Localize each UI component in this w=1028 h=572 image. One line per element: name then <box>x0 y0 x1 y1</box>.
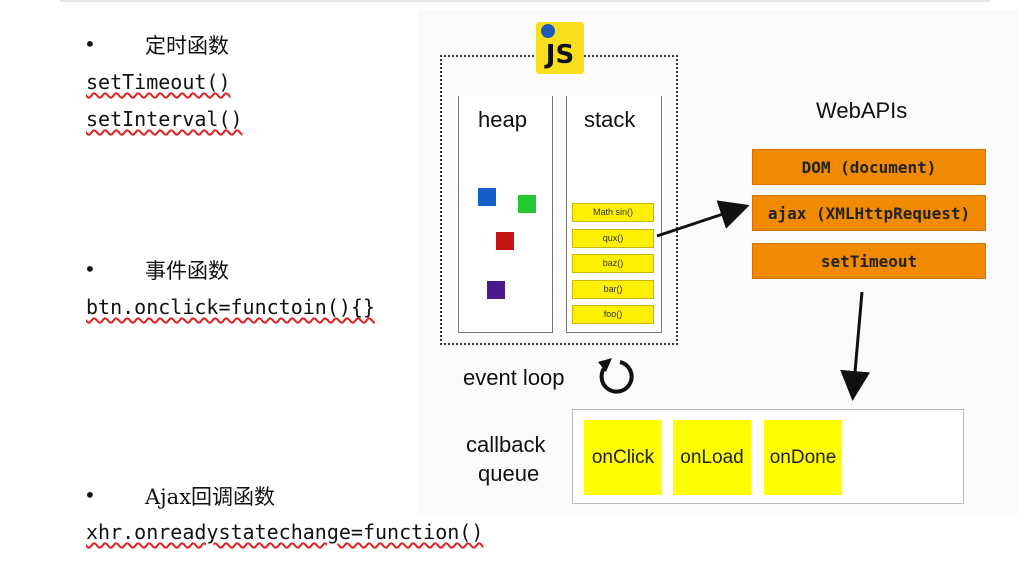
heap-column <box>458 96 553 333</box>
callback-onload: onLoad <box>673 420 751 495</box>
event-loop-label: event loop <box>463 365 565 390</box>
code-line-setinterval: setInterval() <box>86 107 243 131</box>
webapi-ajax: ajax (XMLHttpRequest) <box>752 195 986 231</box>
stack-frame: foo() <box>572 305 654 324</box>
stack-frame: qux() <box>572 229 654 248</box>
callback-onclick: onClick <box>584 420 662 495</box>
webapi-settimeout: setTimeout <box>752 243 986 279</box>
heap-object <box>518 195 536 213</box>
bullet: • <box>84 257 96 281</box>
callback-ondone: onDone <box>764 420 842 495</box>
stack-frame: Math sin() <box>572 203 654 222</box>
heap-object <box>496 232 514 250</box>
stack-label: stack <box>584 107 636 132</box>
code-line-onreadystatechange: xhr.onreadystatechange=function() <box>86 520 484 544</box>
callback-queue-label: callback <box>466 432 546 457</box>
section-heading-ajax: Ajax回调函数 <box>145 485 276 509</box>
bullet: • <box>84 483 96 507</box>
heap-label: heap <box>478 107 527 132</box>
stack-frame: bar() <box>572 280 654 299</box>
arrow-stack-to-webapis <box>656 200 750 238</box>
arrow-webapis-to-queue <box>840 291 871 401</box>
section-heading-events: 事件函数 <box>145 259 229 283</box>
code-line-onclick: btn.onclick=functoin(){} <box>86 295 375 319</box>
event-loop-icon <box>598 358 634 394</box>
stack-frame: baz() <box>572 254 654 273</box>
code-line-settimeout: setTimeout() <box>86 70 231 94</box>
heap-object <box>487 281 505 299</box>
bullet: • <box>84 32 96 56</box>
js-logo-badge-icon <box>541 24 555 38</box>
callback-queue-label: queue <box>478 461 540 486</box>
section-heading-timers: 定时函数 <box>145 34 229 58</box>
top-divider <box>60 0 990 2</box>
webapi-dom: DOM (document) <box>752 149 986 185</box>
webapis-title: WebAPIs <box>816 98 908 123</box>
heap-object <box>478 188 496 206</box>
